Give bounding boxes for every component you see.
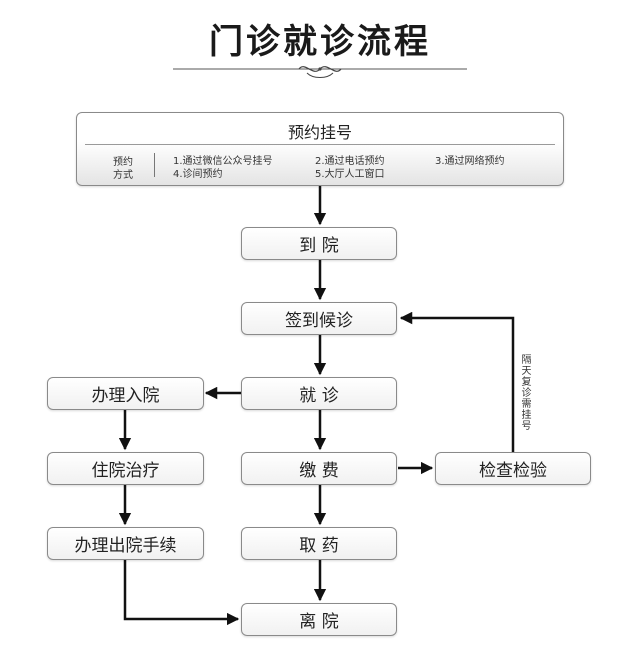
edge-label-return-visit: 隔天复诊需挂号 [521, 355, 532, 432]
arrow-exam-to-checkin [399, 311, 515, 452]
node-exam: 检查检验 [435, 452, 591, 485]
page-title: 门诊就诊流程 [209, 22, 431, 62]
booking-methods-label-2: 方式 [113, 170, 133, 181]
booking-method-3: 3.通过网络预约 [435, 156, 505, 167]
booking-method-2: 2.通过电话预约 [315, 156, 385, 167]
arrow-discharge-to-leave [123, 560, 240, 626]
node-checkin: 签到候诊 [241, 302, 397, 335]
title-divider [173, 66, 467, 78]
node-discharge: 办理出院手续 [47, 527, 204, 560]
booking-method-1: 1.通过微信公众号挂号 [173, 156, 273, 167]
node-medicine: 取 药 [241, 527, 397, 560]
booking-methods-label-1: 预约 [113, 157, 133, 168]
node-leave: 离 院 [241, 603, 397, 636]
booking-methods-divider [154, 153, 155, 177]
node-consult: 就 诊 [241, 377, 397, 410]
booking-method-4: 4.诊间预约 [173, 169, 223, 180]
node-arrive: 到 院 [241, 227, 397, 260]
booking-title: 预约挂号 [287, 123, 352, 142]
booking-method-5: 5.大厅人工窗口 [315, 169, 385, 180]
node-inpatient: 住院治疗 [47, 452, 204, 485]
node-pay: 缴 费 [241, 452, 397, 485]
node-admission: 办理入院 [47, 377, 204, 410]
booking-separator [85, 144, 555, 145]
booking-box: 预约挂号 预约 方式 1.通过微信公众号挂号 2.通过电话预约 3.通过网络预约… [76, 112, 564, 186]
